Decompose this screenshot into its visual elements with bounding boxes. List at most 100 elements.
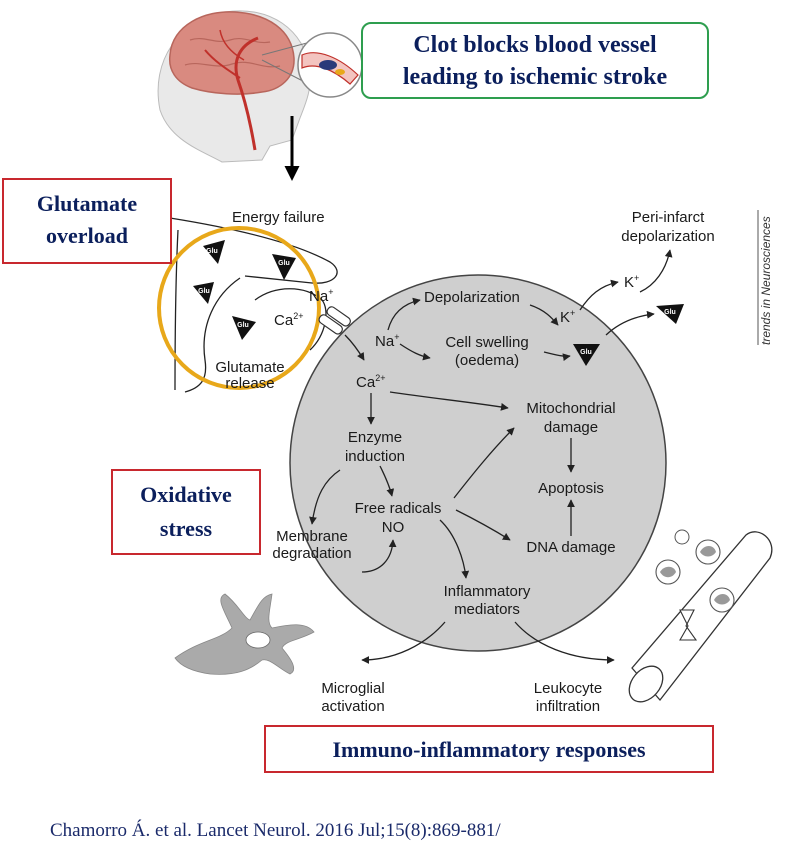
microglial-line-1: Microglial [321, 680, 384, 697]
depolarization-label: Depolarization [424, 289, 520, 306]
immuno-box: Immuno-inflammatory responses [264, 725, 714, 773]
apoptosis-label: Apoptosis [538, 480, 604, 497]
artery-branch-icon [204, 49, 241, 79]
k-plus-inner: K+ [560, 308, 575, 326]
terminal-outline-2 [184, 277, 241, 393]
glu-icon-6 [656, 304, 684, 324]
k-plus-outer: K+ [624, 273, 639, 291]
head-illustration [157, 10, 363, 163]
glu-molecules: Glu Glu Glu Glu Glu Glu [193, 240, 684, 366]
immuno-box-text: Immuno-inflammatory responses [332, 737, 646, 762]
arrow-k-to-kout [579, 279, 619, 311]
glutamate-release-label: Glutamate release [215, 359, 284, 392]
microglia-nucleus-icon [245, 631, 271, 649]
glu-icon-1 [203, 240, 225, 264]
artery-branch-2-icon [219, 29, 245, 61]
leukocyte-nucleus-1 [700, 546, 716, 557]
brain-fold-1 [189, 37, 271, 44]
glu-label-2: Glu [278, 260, 290, 267]
arrow-na-to-depol [387, 297, 421, 331]
header-box: Clot blocks blood vessel leading to isch… [361, 22, 709, 99]
pathway-arrows [309, 249, 673, 664]
clot-icon [319, 60, 337, 70]
oxidative-box-frame [111, 469, 261, 555]
leukocyte-nucleus-2 [660, 566, 676, 578]
arrow-radicals-to-mito [453, 427, 515, 499]
enzyme-line-1: Enzyme [348, 429, 402, 446]
ion-channel [318, 306, 351, 335]
na-plus-inside: Na+ [375, 332, 399, 350]
peri-infarct-line-2: depolarization [621, 228, 714, 245]
arrow-ca-to-mito [389, 391, 509, 411]
immuno-box-frame [264, 725, 714, 773]
presynaptic-terminal [169, 217, 338, 393]
glu-icon-5 [573, 344, 600, 366]
arrow-inflam-to-microglia [361, 621, 446, 664]
dna-damage-label: DNA damage [526, 539, 615, 556]
leukocyte-line-2: infiltration [536, 698, 600, 715]
artery-icon [234, 36, 259, 151]
leukocyte-line-1: Leukocyte [534, 680, 602, 697]
oxidative-stress-box: Oxidative stress [111, 469, 261, 555]
glu-label-6: Glu [664, 309, 676, 316]
mitochondrial-line-1: Mitochondrial [526, 400, 615, 417]
terminal-outline-1 [169, 217, 338, 284]
arrow-inflam-to-leukocyte [514, 621, 615, 664]
header-line-2: leading to ischemic stroke [403, 64, 668, 90]
arrow-enzyme-to-membrane [309, 469, 341, 525]
arrow-radicals-to-dna [455, 509, 511, 541]
oxidative-box-line-1: Oxidative [140, 482, 232, 507]
enzyme-line-2: induction [345, 448, 405, 465]
arrow-na-to-swelling [399, 343, 431, 361]
glu-label-3: Glu [198, 288, 210, 295]
terminal-outline-3 [174, 229, 179, 391]
journal-side-note: trends in Neurosciences [759, 216, 773, 345]
oxidative-box-line-2: stress [160, 516, 213, 541]
glu-label-5: Glu [580, 349, 592, 356]
glutamate-box-line-2: overload [46, 223, 128, 248]
ion-channel-left [318, 314, 343, 335]
glu-label-1: Glu [206, 248, 218, 255]
leukocyte-icon-4 [674, 529, 690, 545]
arrow-enzyme-to-radicals [379, 465, 395, 497]
neuron-cell [289, 274, 667, 652]
glutamate-box-line-1: Glutamate [37, 191, 137, 216]
glutamate-overload-box: Glutamate overload [2, 178, 172, 264]
peri-infarct-line-1: Peri-infarct [632, 209, 705, 226]
arrow-depol-to-k [529, 304, 559, 326]
header-box-frame [361, 22, 709, 99]
inflammatory-line-1: Inflammatory [444, 583, 531, 600]
glu-icon-4 [232, 316, 256, 340]
vessel-tube-icon [631, 531, 773, 702]
free-radicals-label: Free radicals [355, 500, 442, 517]
inflammatory-line-2: mediators [454, 601, 520, 618]
mitochondrial-line-2: damage [544, 419, 598, 436]
clot-fragment-icon [335, 69, 345, 75]
citation: Chamorro Á. et al. Lancet Neurol. 2016 J… [50, 819, 501, 841]
vessel-opening-icon [628, 665, 664, 703]
microglia-icon [174, 593, 315, 675]
membrane-line-2: degradation [272, 545, 351, 562]
glu-icon-2 [272, 254, 296, 280]
arrow-membrane-to-no [361, 539, 397, 573]
ca-plus-inside: Ca2+ [356, 373, 385, 391]
leukocyte-squeeze-icon [679, 609, 698, 641]
brain-icon [168, 11, 295, 95]
blood-vessel-icon [628, 529, 773, 703]
microglial-line-2: activation [321, 698, 384, 715]
ca-plus-outside: Ca2+ [274, 311, 303, 329]
arrow-radicals-to-inflam [439, 519, 470, 579]
header-line-1: Clot blocks blood vessel [413, 32, 657, 58]
glutamate-zoom-ring [157, 226, 321, 390]
cell-swelling-line-2: (oedema) [455, 352, 519, 369]
arrow-kout-to-periinfarct [639, 249, 673, 293]
postsynaptic-outline [254, 288, 327, 351]
arrow-swelling-to-glu [543, 351, 571, 361]
cell-swelling-line-1: Cell swelling [445, 334, 528, 351]
glu-icon-3 [193, 282, 214, 304]
glutamate-release-line-1: Glutamate [215, 359, 284, 376]
brain-fold-2 [184, 61, 281, 68]
no-label: NO [382, 519, 405, 536]
